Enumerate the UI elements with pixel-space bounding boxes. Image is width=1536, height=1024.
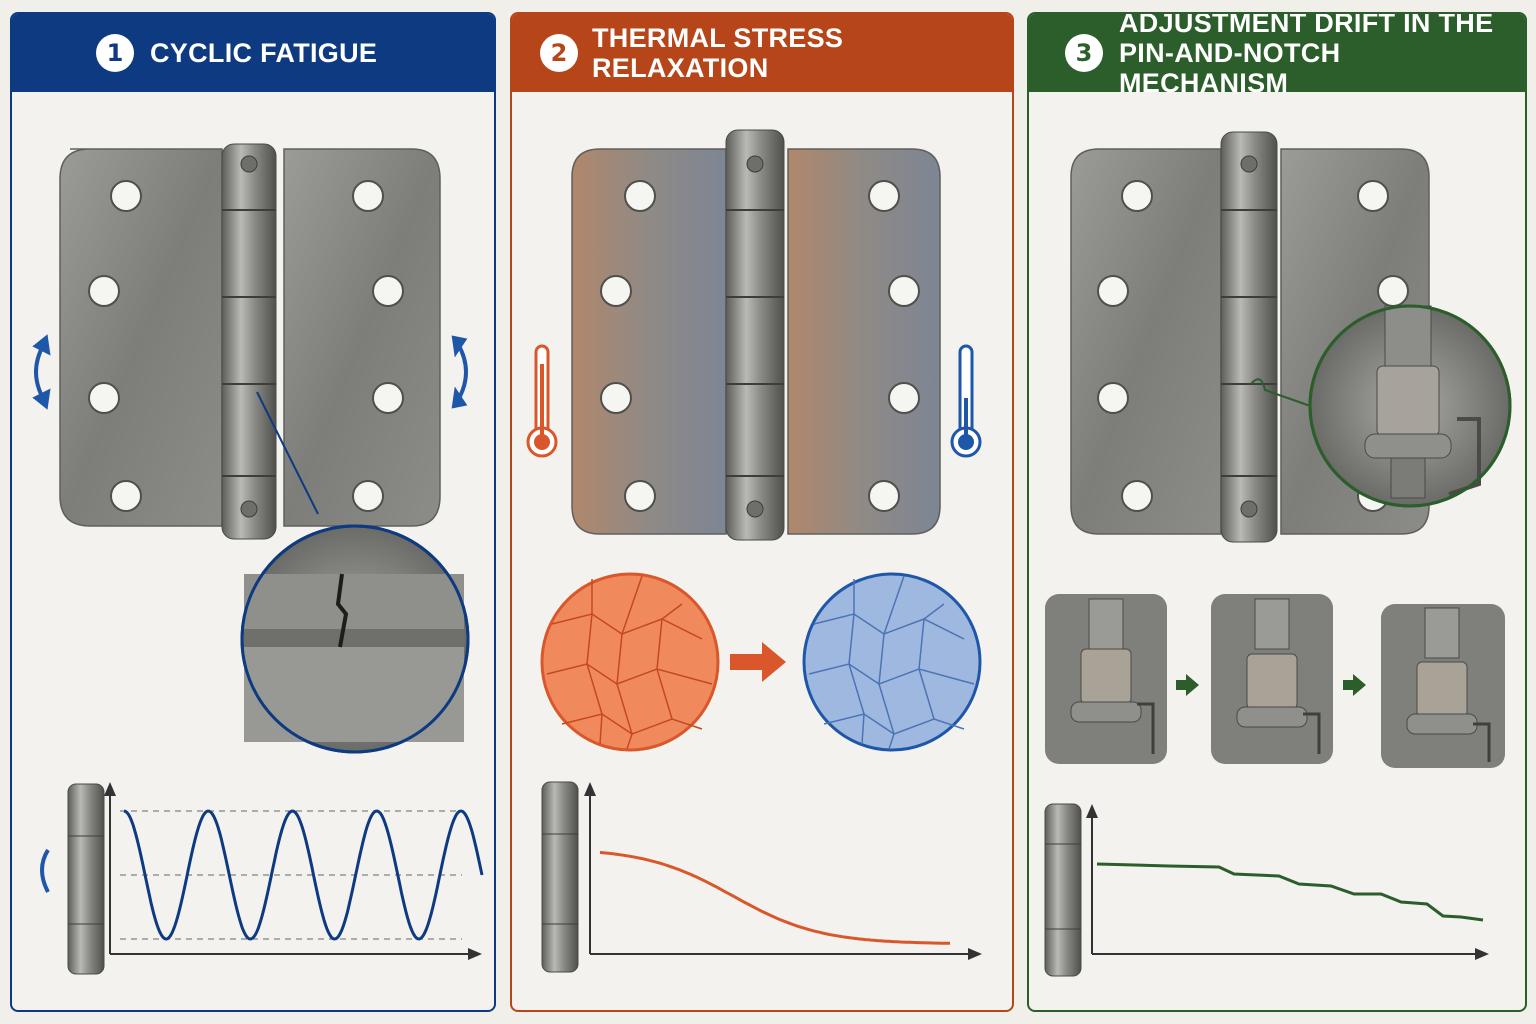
step-number-badge: 3 xyxy=(1065,34,1103,72)
panel-adjustment-drift: 3 ADJUSTMENT DRIFT IN THE PIN-AND-NOTCH … xyxy=(1027,12,1527,1012)
drift-stage-3 xyxy=(1381,604,1505,768)
panel-title: THERMAL STRESS RELAXATION xyxy=(592,23,844,83)
cold-grain-structure xyxy=(802,572,982,752)
panel-header: 1 CYCLIC FATIGUE xyxy=(12,14,494,92)
flex-motion-arrows xyxy=(32,334,468,410)
drift-stage-1 xyxy=(1045,594,1167,764)
arrow-icon xyxy=(1176,674,1199,696)
arrow-icon xyxy=(1343,674,1366,696)
load-cycle-series xyxy=(123,809,484,941)
hot-thermometer-icon xyxy=(526,344,558,458)
relaxation-series xyxy=(599,850,950,945)
pin-notch-magnifier xyxy=(1308,304,1512,508)
hinge-illustration xyxy=(59,143,441,540)
crack-magnifier xyxy=(240,524,470,754)
panel-title: CYCLIC FATIGUE xyxy=(150,38,378,68)
screw-holes xyxy=(600,180,920,512)
panel-title: ADJUSTMENT DRIFT IN THE PIN-AND-NOTCH ME… xyxy=(1119,12,1494,98)
hinge-illustration xyxy=(571,129,941,541)
adjustment-drift-chart xyxy=(1044,803,1489,977)
cyclic-load-chart xyxy=(40,782,484,975)
step-number-badge: 1 xyxy=(96,34,134,72)
stress-relaxation-chart xyxy=(541,781,982,973)
panel-cyclic-fatigue: 1 CYCLIC FATIGUE xyxy=(10,12,496,1012)
drift-progression xyxy=(1045,594,1505,768)
transition-arrow-icon xyxy=(730,642,786,682)
drift-series xyxy=(1096,862,1484,922)
cold-thermometer-icon xyxy=(950,344,982,458)
panel-thermal-stress-relaxation: 2 THERMAL STRESS RELAXATION xyxy=(510,12,1014,1012)
drift-stage-2 xyxy=(1211,594,1333,764)
panel-header: 2 THERMAL STRESS RELAXATION xyxy=(512,14,1012,92)
step-number-badge: 2 xyxy=(540,34,578,72)
screw-holes xyxy=(88,180,404,512)
hot-grain-structure xyxy=(540,572,720,752)
panel-header: 3 ADJUSTMENT DRIFT IN THE PIN-AND-NOTCH … xyxy=(1029,14,1525,98)
fatigue-crack xyxy=(335,573,349,648)
